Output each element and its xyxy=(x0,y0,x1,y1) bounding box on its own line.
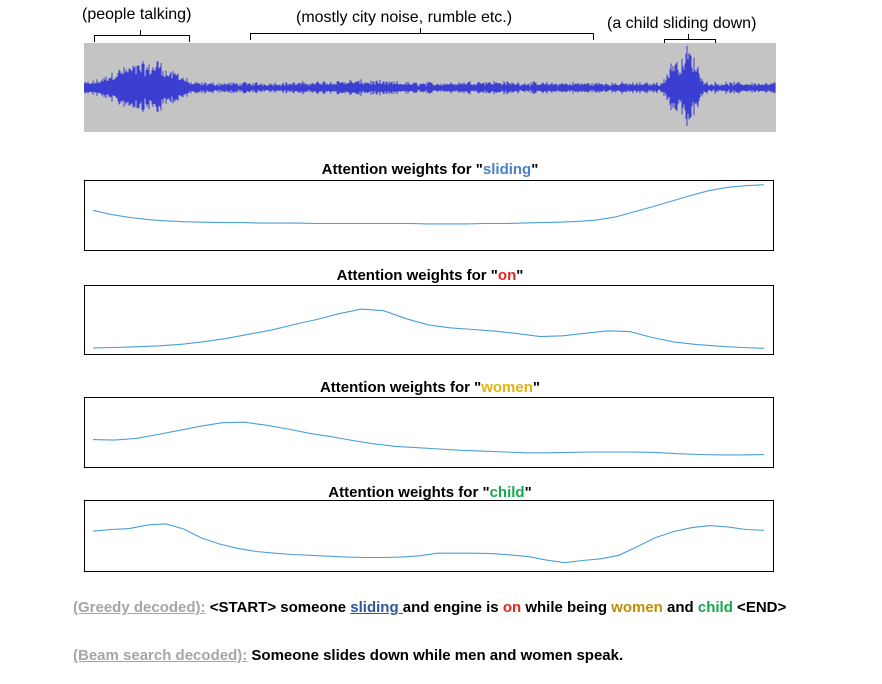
panel-title-word-women: women xyxy=(481,379,533,396)
greedy-decoded-label: (Greedy decoded): xyxy=(73,599,206,616)
panel-title-on: Attention weights for "on" xyxy=(84,267,776,284)
attention-plot-women xyxy=(84,397,774,468)
panel-title-prefix: Attention weights for " xyxy=(319,379,482,396)
greedy-word-women: women xyxy=(611,599,663,616)
panel-title-suffix: " xyxy=(532,379,541,396)
greedy-text-1: <START> someone xyxy=(205,599,351,616)
greedy-decoded-line: (Greedy decoded): <START> someone slidin… xyxy=(73,599,786,616)
beam-text: Someone slides down while men and women … xyxy=(247,647,624,664)
panel-title-word-on: on xyxy=(497,267,517,284)
audio-waveform xyxy=(83,43,776,132)
greedy-word-sliding: sliding xyxy=(350,599,403,616)
attention-line-sliding xyxy=(92,184,765,225)
waveform-signal xyxy=(83,45,776,126)
attention-plot-on xyxy=(84,285,774,355)
bracket-city-noise-tick xyxy=(420,28,422,33)
audio-waveform-graphic xyxy=(83,45,776,126)
bracket-people-talking-tick xyxy=(140,30,142,35)
beam-decoded-label: (Beam search decoded): xyxy=(73,647,248,664)
attention-line-child xyxy=(92,523,765,564)
beam-decoded-line: (Beam search decoded): Someone slides do… xyxy=(73,647,623,664)
panel-title-suffix: " xyxy=(524,484,532,501)
panel-title-suffix: " xyxy=(516,267,524,284)
bracket-child-sliding xyxy=(664,39,716,46)
greedy-word-on: on xyxy=(502,599,522,616)
bracket-city-noise xyxy=(250,33,594,40)
attention-series-line xyxy=(92,421,765,456)
greedy-text-5: <END> xyxy=(732,599,787,616)
panel-title-prefix: Attention weights for " xyxy=(328,484,490,501)
attention-series-line xyxy=(92,308,765,349)
attention-line-on xyxy=(92,308,765,349)
attention-series-line xyxy=(92,184,765,225)
greedy-text-4: and xyxy=(662,599,698,616)
panel-title-word-child: child xyxy=(489,484,525,501)
bracket-child-sliding-tick xyxy=(688,34,690,39)
annotation-city-noise: (mostly city noise, rumble etc.) xyxy=(296,9,513,26)
panel-title-sliding: Attention weights for "sliding" xyxy=(84,161,776,178)
panel-title-women: Attention weights for "women" xyxy=(84,379,776,396)
attention-plot-child xyxy=(84,500,774,572)
annotation-people-talking: (people talking) xyxy=(82,6,192,23)
attention-plot-sliding xyxy=(84,180,774,251)
panel-title-prefix: Attention weights for " xyxy=(336,267,498,284)
attention-series-line xyxy=(92,523,765,564)
greedy-text-3: while being xyxy=(521,599,612,616)
attention-line-women xyxy=(92,421,765,456)
annotation-child-sliding: (a child sliding down) xyxy=(607,15,757,32)
greedy-word-child: child xyxy=(697,599,733,616)
panel-title-child: Attention weights for "child" xyxy=(84,484,776,501)
panel-title-prefix: Attention weights for " xyxy=(321,161,483,178)
greedy-text-2: and engine is xyxy=(402,599,503,616)
bracket-people-talking xyxy=(94,35,190,42)
panel-title-suffix: " xyxy=(531,161,539,178)
panel-title-word-sliding: sliding xyxy=(482,161,532,178)
